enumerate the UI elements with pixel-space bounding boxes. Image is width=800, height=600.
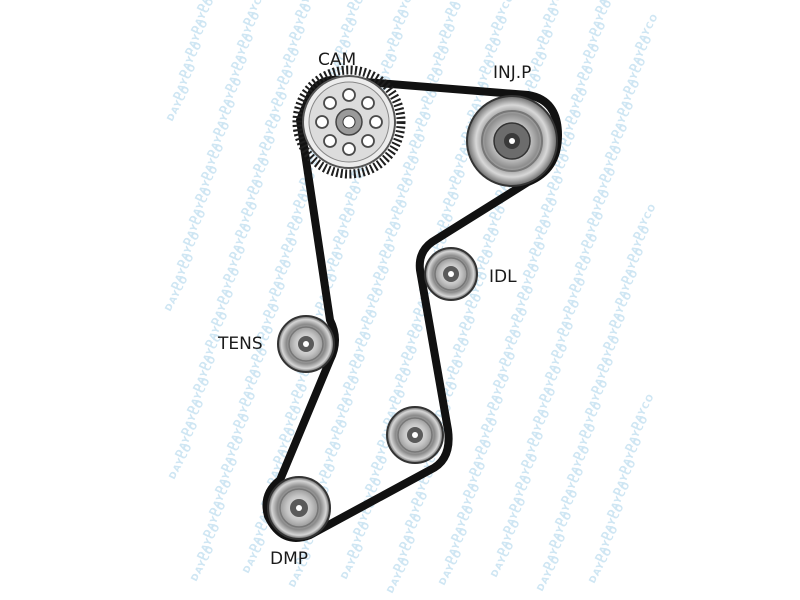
idler-pulley [424,247,478,301]
damper-pulley [267,476,331,540]
timing-belt [262,75,562,542]
injection-pump-pulley [466,95,558,187]
idler-label: IDL [489,267,517,287]
cam-label: CAM [318,50,357,70]
lower-idler-pulley [386,406,444,464]
cam-sprocket [292,65,406,179]
damper-label: DMP [270,549,309,569]
injection-pump-label: INJ.P [493,63,532,83]
tensioner-pulley [277,315,335,373]
tensioner-label: TENS [218,334,263,354]
